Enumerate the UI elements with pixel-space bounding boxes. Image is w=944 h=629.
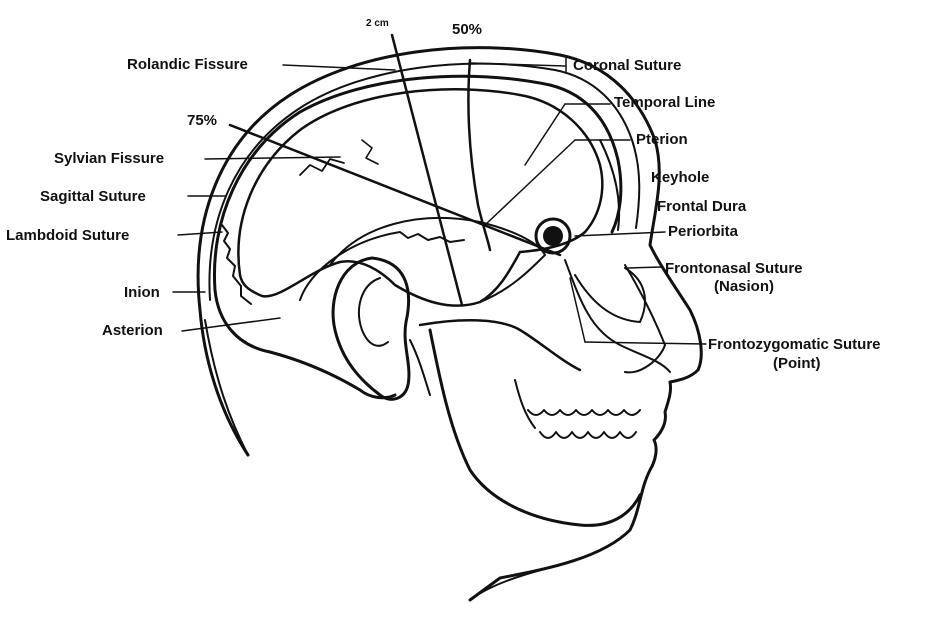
label-temporal-line: Temporal Line [614, 94, 716, 111]
label-frontal-dura: Frontal Dura [657, 198, 747, 215]
skull-vault [212, 74, 623, 292]
scalp-inner-line [208, 62, 641, 301]
label-periorbita: Periorbita [668, 223, 739, 240]
fifty-percent-label: 50% [452, 21, 483, 38]
nasal-bone [624, 264, 666, 374]
two-cm-label: 2 cm [366, 18, 389, 29]
mandible [428, 328, 642, 527]
label-coronal-suture: Coronal Suture [573, 57, 682, 74]
label-asterion: Asterion [102, 322, 163, 339]
teeth-upper [527, 409, 641, 416]
label-keyhole: Keyhole [651, 169, 710, 186]
label-point: (Point) [773, 355, 821, 372]
neck-back [204, 319, 249, 456]
brain-outline [237, 88, 604, 307]
label-pterion: Pterion [636, 131, 688, 148]
teeth-lower [539, 431, 637, 439]
sylvian-line [228, 123, 562, 257]
squamous-suture [299, 231, 465, 301]
seventy-five-percent-label: 75% [187, 112, 218, 129]
ear-outline [331, 256, 411, 401]
orbit-lower [574, 267, 646, 323]
rolandic-line [390, 33, 464, 307]
frontal-dura-band [599, 139, 621, 231]
leader-sylvian [204, 156, 341, 160]
leader-frontozygomatic [584, 341, 707, 345]
label-frontozygomatic-suture: Frontozygomatic Suture [708, 336, 881, 353]
label-sylvian-fissure: Sylvian Fissure [54, 150, 165, 167]
leader-rolandic [282, 64, 396, 71]
coronal-suture-line [467, 58, 492, 252]
occipital-contour [213, 288, 397, 400]
label-sagittal-suture: Sagittal Suture [40, 188, 146, 205]
label-frontonasal-suture: Frontonasal Suture [665, 260, 803, 277]
leader-asterion [181, 317, 281, 332]
leader-frontozygomatic-2 [569, 277, 586, 343]
label-lambdoid-suture: Lambdoid Suture [6, 227, 130, 244]
keyhole-burr-hole [534, 217, 572, 255]
lambdoid-suture [221, 224, 252, 305]
label-inion: Inion [124, 284, 160, 301]
leader-temporal-line-2 [524, 103, 566, 166]
leader-frontonasal [627, 266, 663, 269]
leader-coronal [469, 62, 566, 67]
label-nasion: (Nasion) [714, 278, 774, 295]
temporal-lobe [329, 216, 546, 303]
leader-lambdoid [177, 231, 223, 236]
neck-front [469, 564, 561, 601]
sagittal-hint [299, 158, 345, 176]
leader-pterion-2 [484, 139, 576, 226]
leader-periorbita [574, 231, 666, 237]
parietal-crack [361, 139, 379, 165]
zygomatic-arch [418, 319, 582, 372]
label-rolandic-fissure: Rolandic Fissure [127, 56, 248, 73]
